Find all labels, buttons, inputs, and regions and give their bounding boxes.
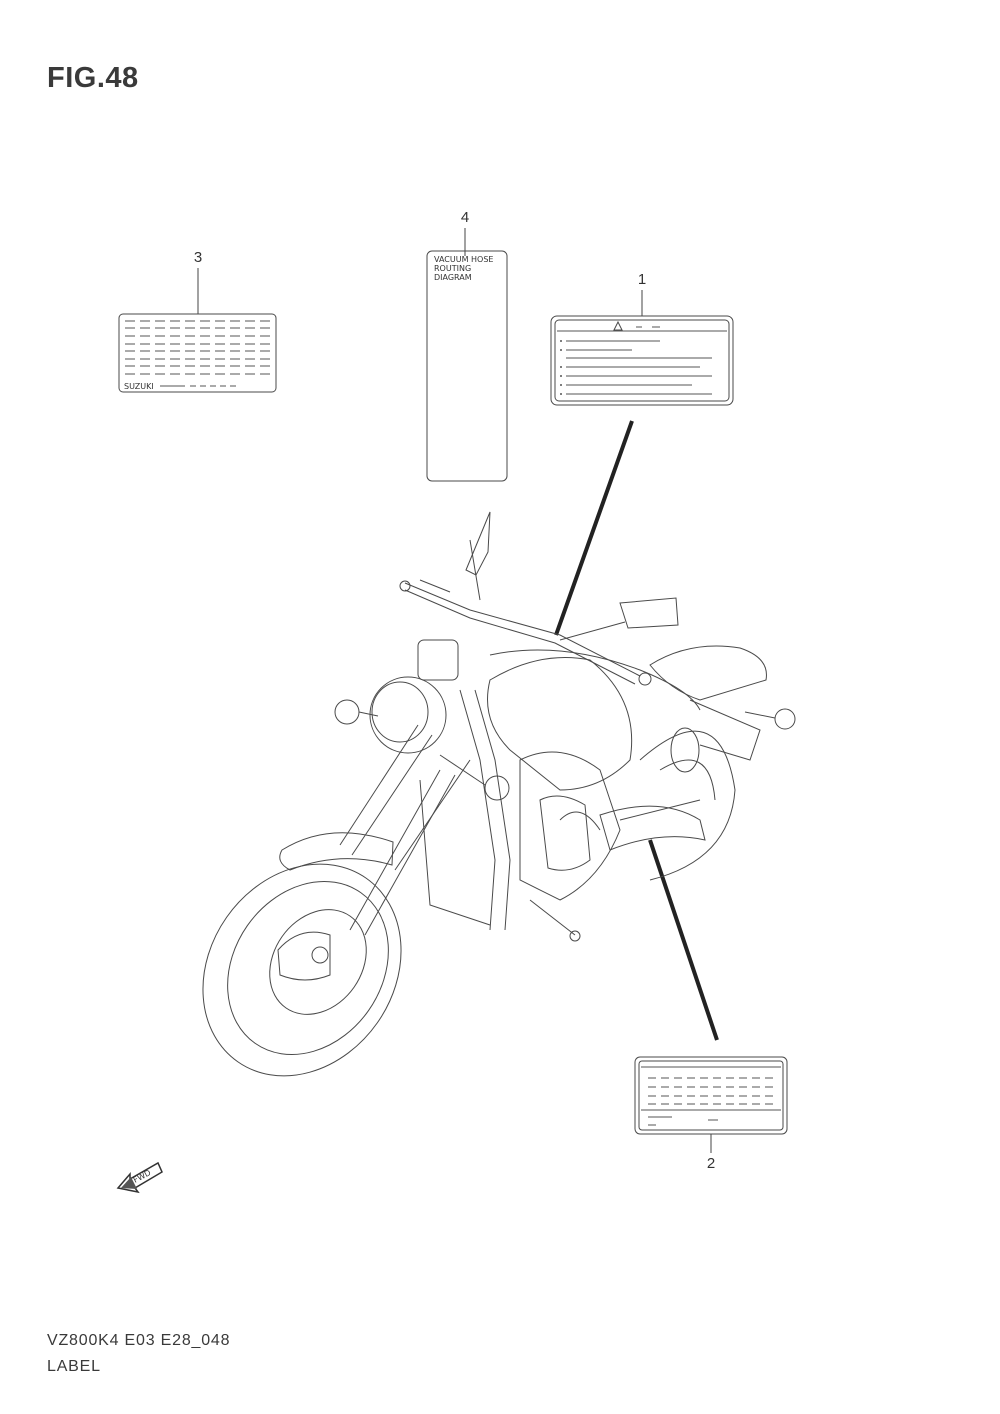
label-1-sticker (550, 315, 734, 406)
motorcycle-illustration (202, 511, 796, 1077)
figure-caption: LABEL (47, 1358, 101, 1375)
callout-2: 2 (707, 1155, 715, 1172)
label-2-group[interactable]: 2 (634, 1056, 788, 1172)
label-4-line-3: DIAGRAM (434, 273, 472, 282)
figure-title: FIG.48 (47, 62, 139, 94)
label-3-brand: SUZUKI (124, 382, 154, 391)
fwd-arrow-text: FWD (132, 1168, 153, 1185)
model-code: VZ800K4 E03 E28_048 (47, 1332, 231, 1349)
label-3-sticker (118, 313, 277, 393)
label-4-sticker (426, 250, 508, 482)
leader-line-1 (554, 420, 634, 636)
label-1-group[interactable]: 1 (550, 271, 734, 406)
label-4-line-2: ROUTING (434, 264, 471, 273)
label-3-group[interactable]: 3 SUZUKI (118, 249, 277, 393)
fwd-arrow-icon: FWD (116, 1161, 163, 1194)
warning-triangle-icon (613, 320, 623, 331)
label-4-line-1: VACUUM HOSE (434, 255, 493, 264)
leader-line-2 (648, 839, 719, 1041)
label-4-group[interactable]: 4 VACUUM HOSE ROUTING DIAGRAM (426, 209, 508, 482)
callout-1: 1 (638, 271, 646, 288)
callout-3: 3 (194, 249, 202, 266)
label-2-sticker (634, 1056, 788, 1135)
callout-4: 4 (461, 209, 469, 226)
